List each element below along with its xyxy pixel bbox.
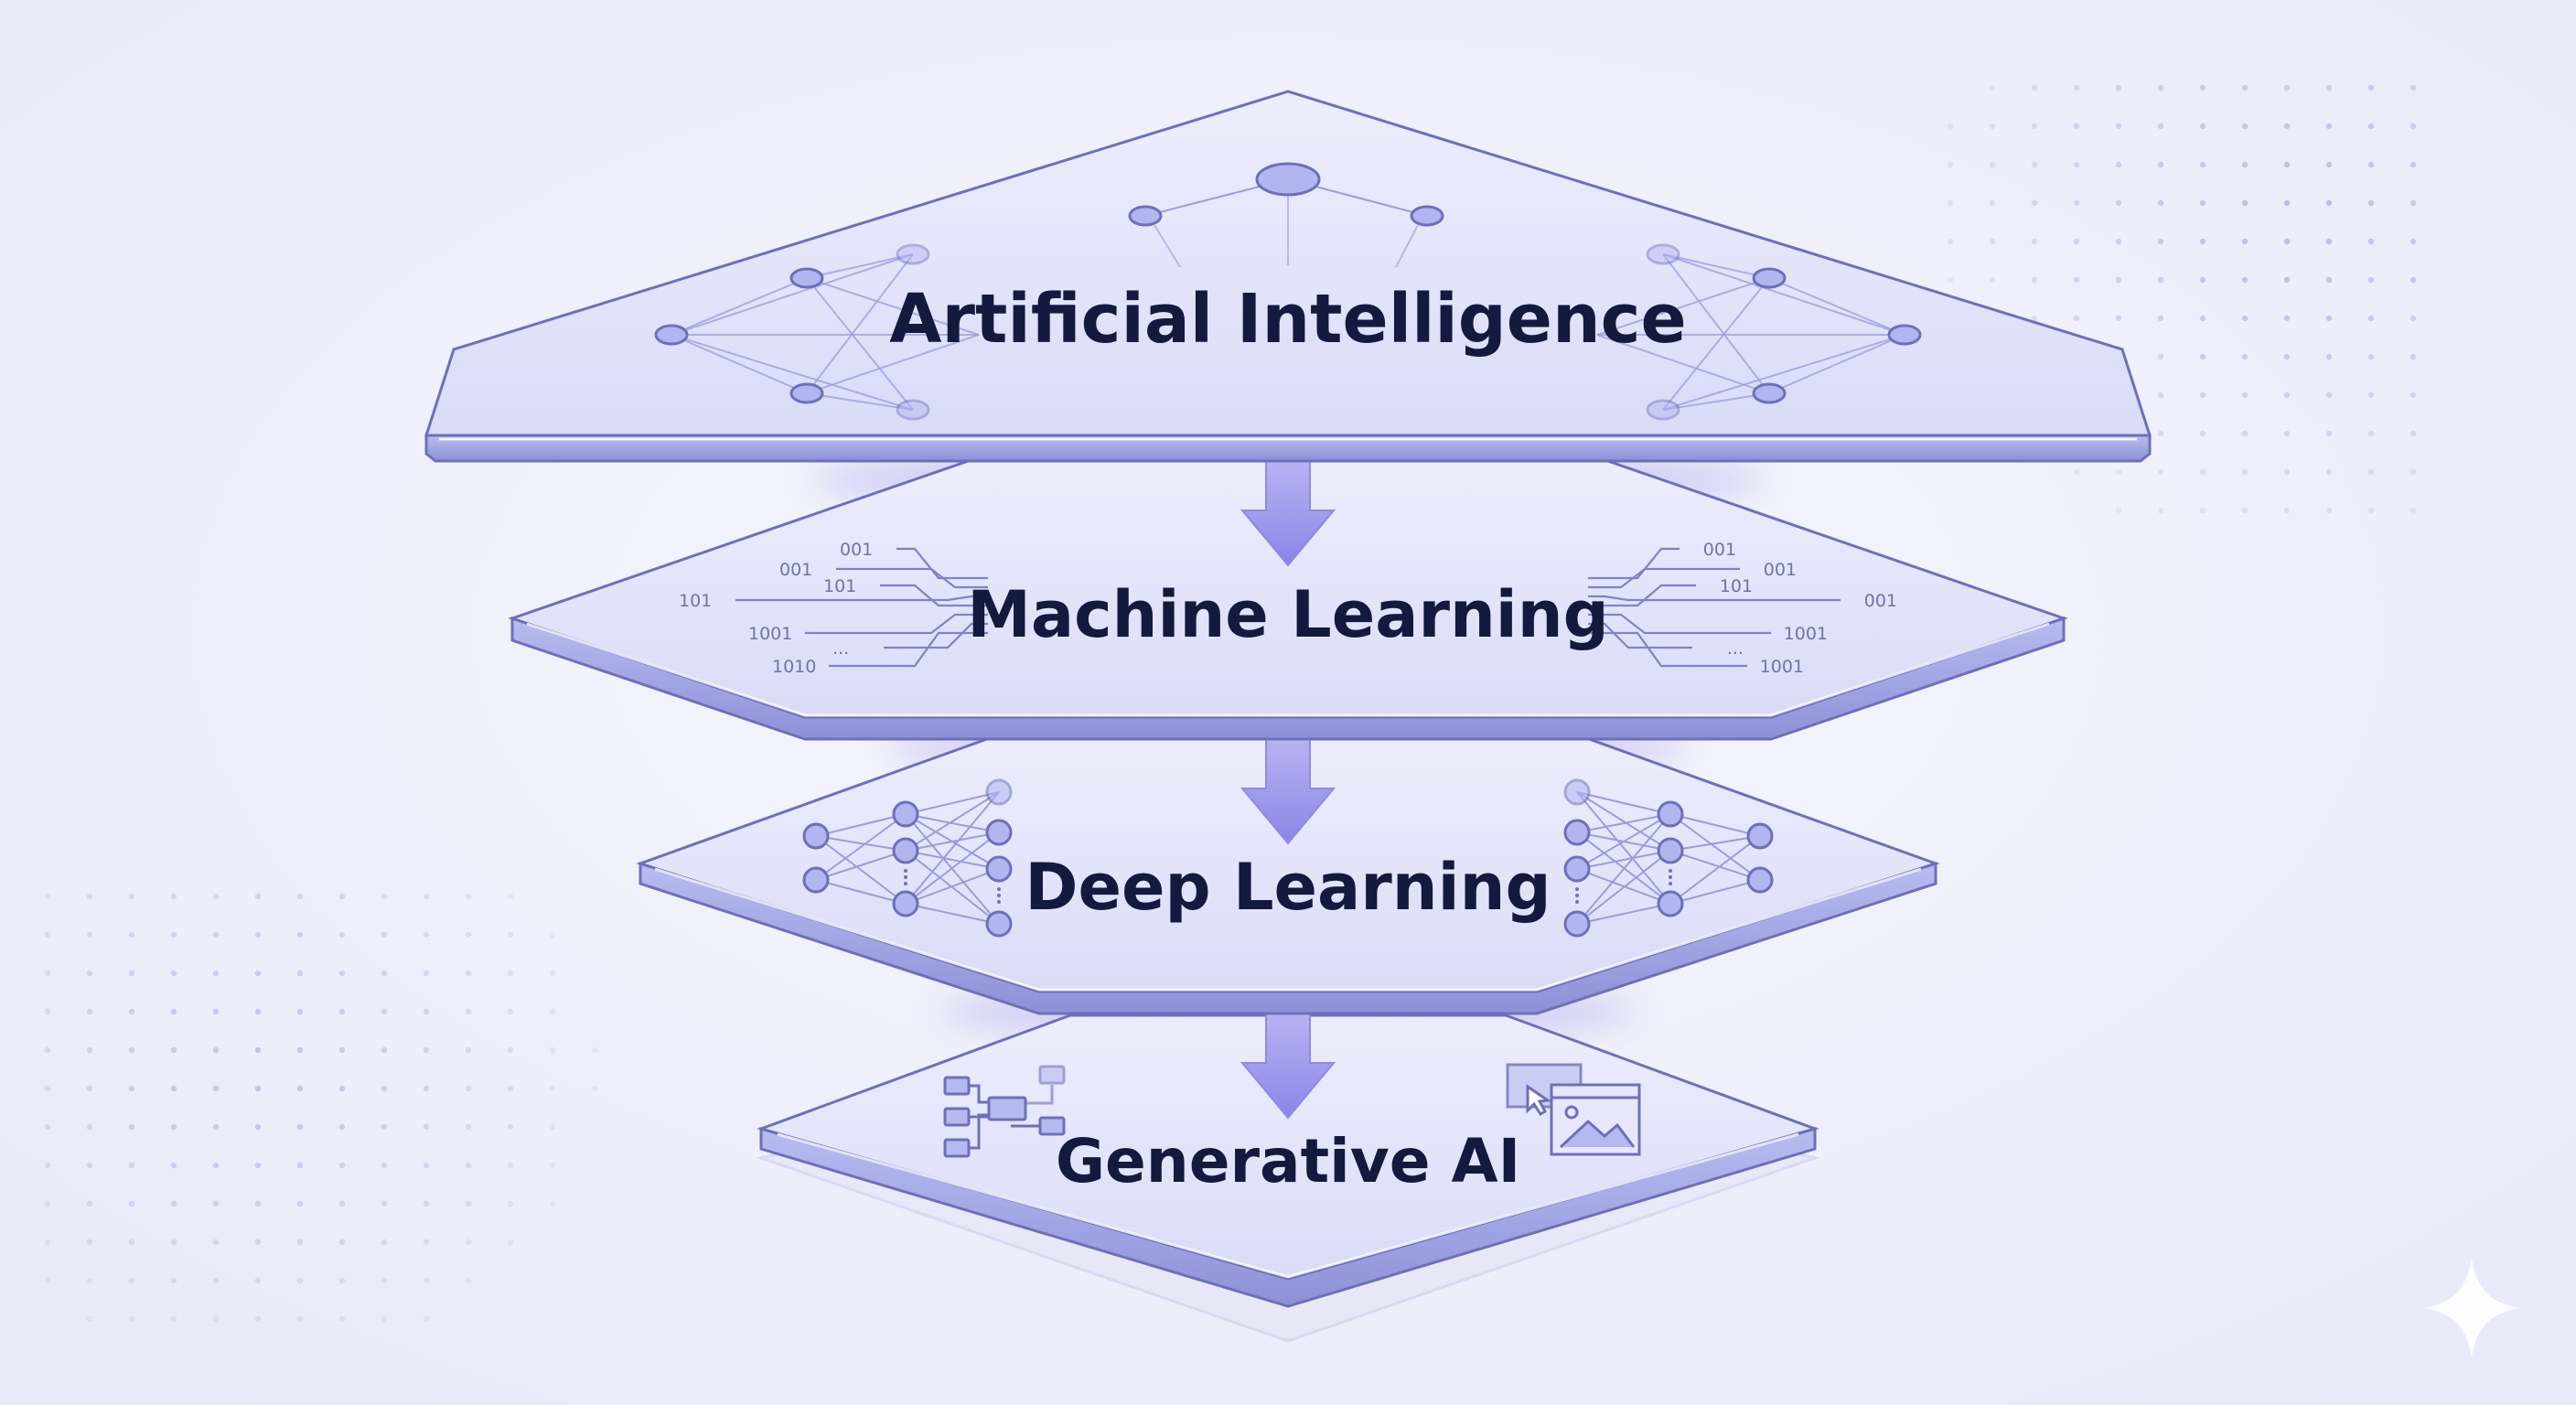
dot-pattern-left	[44, 893, 598, 1323]
binary-code-label: 1001	[1760, 657, 1804, 677]
layer-deep-learning: Deep Learning	[636, 734, 1940, 1015]
binary-code-label: 101	[823, 576, 856, 596]
binary-code-label: 1001	[748, 624, 792, 644]
binary-code-label: ...	[1727, 638, 1744, 659]
binary-code-label: 001	[1703, 540, 1736, 560]
binary-code-label: 001	[779, 560, 812, 580]
neural-network-icon	[1563, 778, 1774, 938]
layer-title-generative-ai: Generative AI	[1056, 1126, 1520, 1196]
binary-code-label: ...	[832, 638, 849, 659]
flowchart-icon	[943, 1065, 1066, 1158]
layer-generative-ai: Generative AI	[756, 1014, 1820, 1343]
arrow-down-icon	[1240, 460, 1336, 567]
arrow-down-icon	[1240, 738, 1336, 845]
binary-code-label: 101	[1720, 576, 1753, 596]
binary-code-label: 001	[1864, 591, 1897, 611]
layer-title-artificial-intelligence: Artificial Intelligence	[889, 280, 1686, 359]
arrow-down-icon	[1240, 1013, 1336, 1120]
binary-code-label: 1001	[1784, 624, 1828, 644]
layer-title-machine-learning: Machine Learning	[967, 577, 1609, 652]
layer-title-deep-learning: Deep Learning	[1025, 850, 1551, 925]
network-nodes-icon	[654, 243, 980, 421]
layer-machine-learning: 001 001 101 101 1001... 1010 001 001 001 101 1001…	[508, 456, 2068, 741]
binary-code-label: 101	[679, 591, 712, 611]
binary-circuit-icon: 001 001 101 101 1001... 1010	[679, 540, 988, 677]
sparkle-icon	[2424, 1259, 2519, 1357]
network-nodes-icon	[1596, 243, 1922, 421]
binary-circuit-icon: 001 001 001 101 1001... 1001	[1588, 540, 1897, 677]
image-generation-icon	[1506, 1063, 1641, 1156]
binary-code-label: 1010	[772, 657, 816, 677]
neural-network-icon	[802, 778, 1013, 938]
layer-artificial-intelligence: Artificial Intelligence	[424, 90, 2152, 463]
binary-code-label: 001	[840, 540, 873, 560]
binary-code-label: 001	[1764, 560, 1797, 580]
network-nodes-icon	[1128, 162, 1444, 268]
